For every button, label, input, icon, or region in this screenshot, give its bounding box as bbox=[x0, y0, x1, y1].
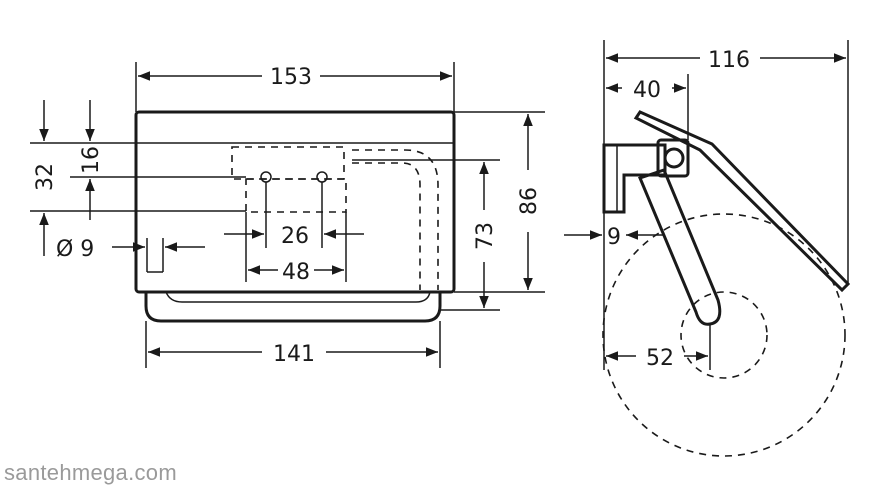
dim-16-label: 16 bbox=[79, 146, 104, 174]
hidden-roll-arm bbox=[352, 149, 439, 290]
hidden-bracket bbox=[231, 146, 345, 180]
hidden-bracket-lower bbox=[245, 178, 347, 213]
dim-153-label: 153 bbox=[270, 65, 312, 90]
dim-116-label: 116 bbox=[708, 48, 750, 73]
dim-48-label: 48 bbox=[282, 260, 310, 285]
front-bottom-bar bbox=[144, 292, 442, 323]
paper-roll-outline bbox=[602, 213, 846, 457]
side-view: 116 40 9 52 bbox=[564, 40, 851, 457]
side-cover-lid bbox=[633, 110, 851, 293]
side-wall-bracket bbox=[602, 143, 667, 214]
dim-73-label: 73 bbox=[473, 222, 498, 250]
dim-d9-label: Ø 9 bbox=[56, 237, 94, 262]
dim-40-label: 40 bbox=[633, 78, 661, 103]
side-hinge-block bbox=[656, 138, 690, 178]
dim-52-label: 52 bbox=[646, 346, 674, 371]
dim-32-label: 32 bbox=[33, 163, 58, 191]
dim-9-label: 9 bbox=[607, 225, 621, 250]
dim-86-label: 86 bbox=[517, 187, 542, 215]
roll-core-outline bbox=[680, 291, 768, 379]
mounting-hole-left bbox=[260, 171, 272, 183]
dim-141-label: 141 bbox=[273, 342, 315, 367]
side-roll-arm bbox=[637, 168, 722, 326]
front-view: 153 86 73 16 32 Ø 9 26 48 141 bbox=[30, 62, 545, 368]
mounting-hole-right bbox=[316, 171, 328, 183]
front-bottom-bar-inner bbox=[165, 291, 431, 303]
watermark: santehmega.com bbox=[4, 460, 177, 485]
dim-26-label: 26 bbox=[281, 224, 309, 249]
side-hinge-pivot bbox=[663, 147, 685, 169]
front-plate bbox=[134, 110, 456, 294]
hidden-roll-arm-inner bbox=[352, 162, 421, 290]
